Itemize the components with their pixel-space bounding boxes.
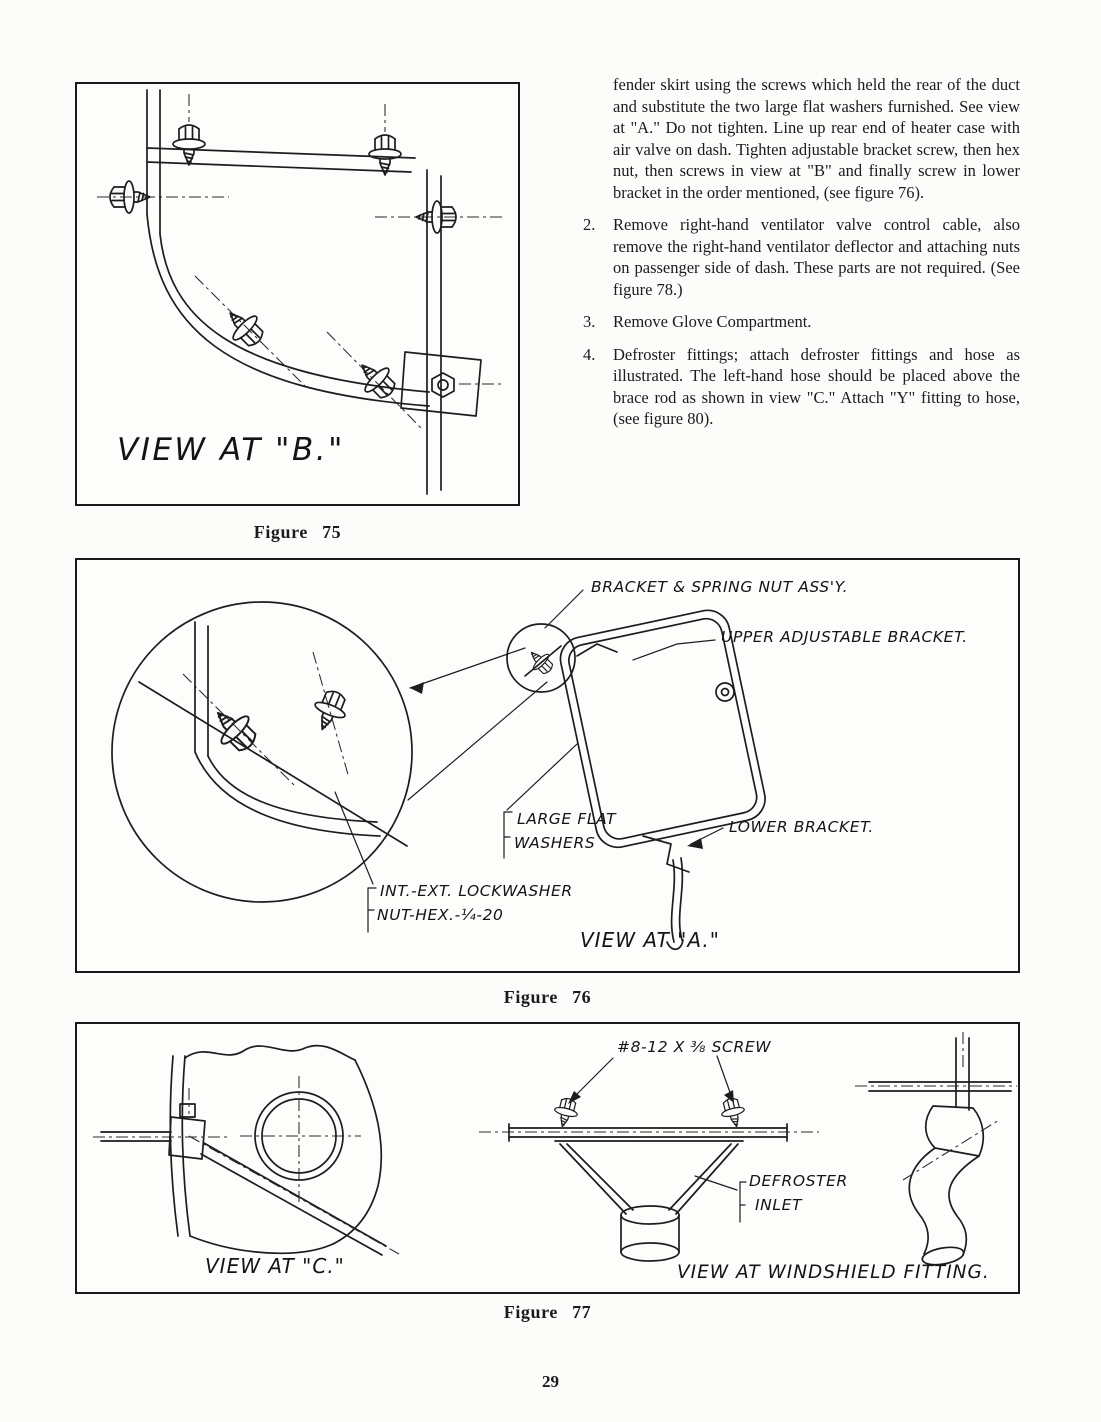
- centerlines: [97, 94, 505, 429]
- bolt-glyph: [172, 124, 206, 166]
- windshield-duct-drawing: [479, 1055, 819, 1262]
- bolt-glyph: [368, 134, 402, 176]
- continuation-paragraph: fender skirt using the screws which held…: [613, 75, 1020, 202]
- numbered-item-2: 2. Remove right-hand ventilator valve co…: [583, 214, 1020, 300]
- hex-nut-glyph: [431, 372, 455, 398]
- figure-77-view-c-label: VIEW AT "C.": [205, 1254, 345, 1278]
- figure-76-label-upper-adjustable-bracket: UPPER ADJUSTABLE BRACKET.: [721, 628, 968, 646]
- figure-76-view-label: VIEW AT "A.": [580, 928, 720, 952]
- item-number: 3.: [583, 312, 596, 331]
- figure-75-caption: Figure 75: [253, 522, 342, 542]
- figure-76-caption: Figure 76: [503, 987, 592, 1007]
- heater-case-drawing: [559, 609, 766, 849]
- figure-76-label-washers: WASHERS: [514, 834, 596, 852]
- figure-75-box: VIEW AT "B.": [75, 82, 520, 506]
- item-text: Remove Glove Compartment.: [613, 312, 812, 331]
- magnifier-leader-lines: [407, 647, 548, 801]
- item-text: Remove right-hand ventilator valve contr…: [613, 215, 1020, 299]
- item-number: 4.: [583, 344, 596, 364]
- item-number: 2.: [583, 215, 596, 234]
- figure-76-box: BRACKET & SPRING NUT ASS'Y. UPPER ADJUST…: [75, 558, 1020, 973]
- figure-76-label-large-flat: LARGE FLAT: [517, 810, 617, 828]
- figure-77-label-screw: #8-12 X ⅜ SCREW: [617, 1038, 772, 1056]
- label-leader-lines: [334, 589, 724, 933]
- item-text: Defroster fittings; attach defroster fit…: [613, 344, 1020, 429]
- figure-76-drawing: [111, 589, 766, 951]
- screw-glyph: [217, 300, 271, 354]
- instruction-text-column: fender skirt using the screws which held…: [583, 74, 1020, 430]
- figure-77-label-inlet: INLET: [755, 1196, 803, 1214]
- magnified-detail-circle: [111, 601, 413, 903]
- screw-glyph: [550, 1095, 582, 1131]
- view-at-c-drawing: [93, 1044, 400, 1256]
- screw-glyph: [203, 698, 265, 760]
- figure-77-label-defroster: DEFROSTER: [749, 1172, 848, 1190]
- figure-75-drawing: [97, 89, 505, 495]
- figure-76-label-nut-hex: NUT-HEX.-¼-20: [377, 906, 504, 924]
- bracket-spring-nut-assembly: [506, 623, 576, 693]
- figure-77-caption: Figure 77: [503, 1302, 592, 1322]
- figure-75-view-label: VIEW AT "B.": [117, 432, 345, 468]
- windshield-fitting-drawing: [855, 1032, 1017, 1266]
- page-number: 29: [542, 1372, 559, 1391]
- figure-76-label-lockwasher: INT.-EXT. LOCKWASHER: [380, 882, 573, 900]
- figure-77-drawing: [93, 1032, 1017, 1266]
- figure-76-label-lower-bracket: LOWER BRACKET.: [729, 818, 874, 836]
- figure-77-view-windshield-label: VIEW AT WINDSHIELD FITTING.: [677, 1262, 990, 1283]
- lower-bracket-drawing: [642, 835, 690, 951]
- figure-77-box: #8-12 X ⅜ SCREW DEFROSTER INLET VIEW AT …: [75, 1022, 1020, 1294]
- numbered-item-4: 4. Defroster fittings; attach defroster …: [583, 344, 1020, 430]
- bolt-glyph: [306, 685, 353, 737]
- numbered-item-3: 3. Remove Glove Compartment.: [583, 311, 1020, 333]
- figure-76-label-bracket-spring-nut: BRACKET & SPRING NUT ASS'Y.: [591, 578, 849, 596]
